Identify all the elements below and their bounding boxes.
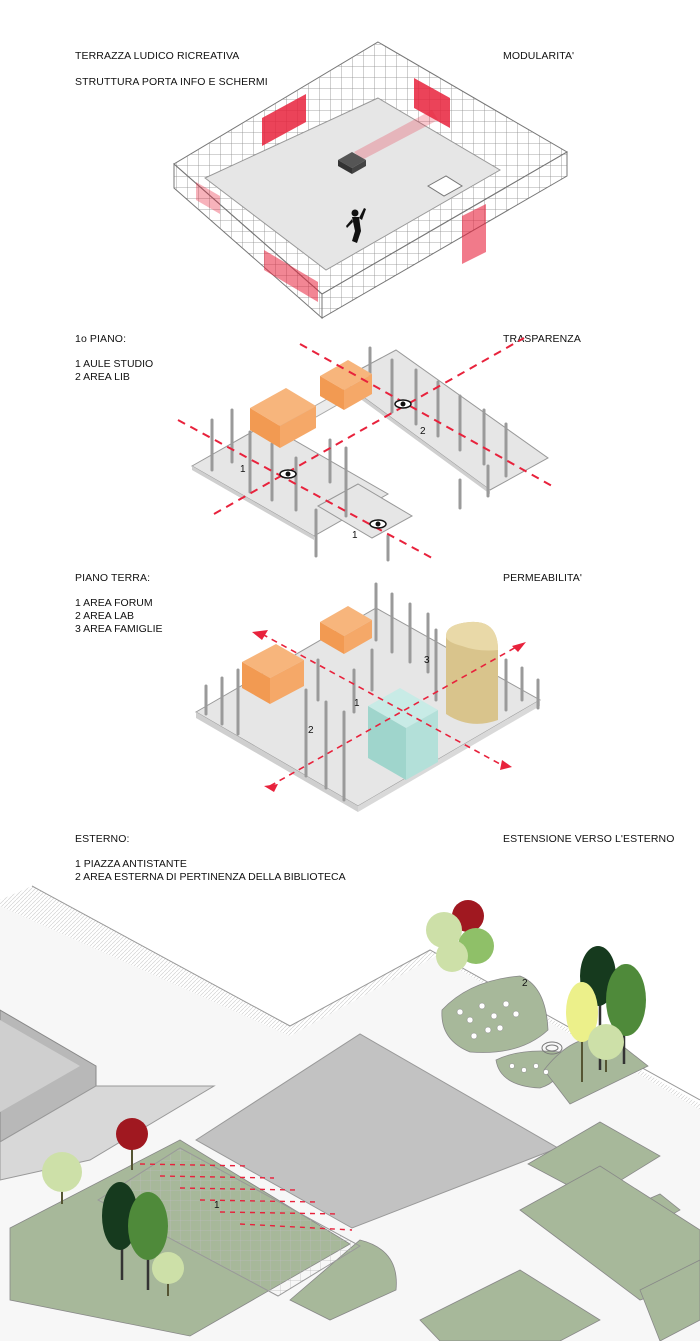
roof-terrace-diagram [173,41,568,320]
red-guide-lines [139,1163,353,1231]
seating-stones [456,1000,549,1075]
ground-floor-diagram: 1 2 3 [195,582,542,812]
marker-label: 2 [308,725,314,736]
projection-beam [354,110,438,160]
lab-box [320,606,372,654]
study-room-box [320,360,372,410]
section-4-title: ESTERNO: [75,833,130,845]
piazza-grid [97,1147,362,1297]
list-item: 1 AULE STUDIO [75,358,154,370]
section-3-concept: PERMEABILITA' [503,572,582,584]
terrace-floor [204,97,501,271]
slab [340,380,490,494]
section-2-title: 1o PIANO: [75,333,127,345]
marker-label: 1 [354,698,360,709]
marker-label: 2 [522,978,528,989]
screen-panel [462,204,486,264]
fountain [541,1041,563,1055]
first-floor-diagram: 1 1 2 [177,337,553,562]
lab-box [242,644,304,704]
section-1-subtitle: STRUTTURA PORTA INFO E SCHERMI [75,76,268,88]
section-3-title: PIANO TERRA: [75,572,151,584]
columns [204,582,540,802]
tree-icon [128,1192,168,1290]
floor-opening [427,175,463,197]
terrace-right-wall [321,151,568,319]
marker-label: 1 [240,464,246,475]
section-1-concept: MODULARITA' [503,50,575,62]
tree-icon [42,1152,82,1204]
list-item: 1 AREA FORUM [75,597,153,609]
marker-label: 3 [424,655,430,666]
tree-icon [588,1024,624,1072]
section-4-list: 1 PIAZZA ANTISTANTE 2 AREA ESTERNA DI PE… [75,858,346,884]
tree-icon [152,1252,184,1296]
marker-label: 2 [420,426,426,437]
list-item: 1 PIAZZA ANTISTANTE [75,858,187,870]
tree-icon [116,1118,148,1170]
slab [192,466,314,540]
section-4-concept: ESTENSIONE VERSO L'ESTERNO [503,833,675,845]
list-item: 2 AREA LIB [75,371,130,383]
eye-icon [369,519,387,529]
exterior-diagram: 1 2 [0,885,700,1341]
tree-icon [606,964,646,1064]
eye-icon [279,469,297,479]
screen-panel [196,182,220,214]
eye-icon [394,399,412,409]
flow-arrows [261,633,519,787]
screen-panel [414,78,450,128]
marker-label: 1 [214,1200,220,1211]
list-item: 2 AREA LAB [75,610,134,622]
marker-label: 1 [352,530,358,541]
tree-icon [426,900,494,972]
section-1-title: TERRAZZA LUDICO RICREATIVA [75,50,240,62]
section-3-list: 1 AREA FORUM 2 AREA LAB 3 AREA FAMIGLIE [75,597,163,636]
study-room-box [250,388,316,448]
screen-panel [264,250,318,302]
tree-icon [566,982,598,1082]
sight-lines [177,337,553,559]
section-2-list: 1 AULE STUDIO 2 AREA LIB [75,358,153,384]
section-2-concept: TRASPARENZA [503,333,581,345]
arrow-head [252,630,526,792]
list-item: 2 AREA ESTERNA DI PERTINENZA DELLA BIBLI… [75,871,346,883]
screen-panel [262,94,306,146]
player-figure [346,208,366,243]
list-item: 3 AREA FAMIGLIE [75,623,163,635]
